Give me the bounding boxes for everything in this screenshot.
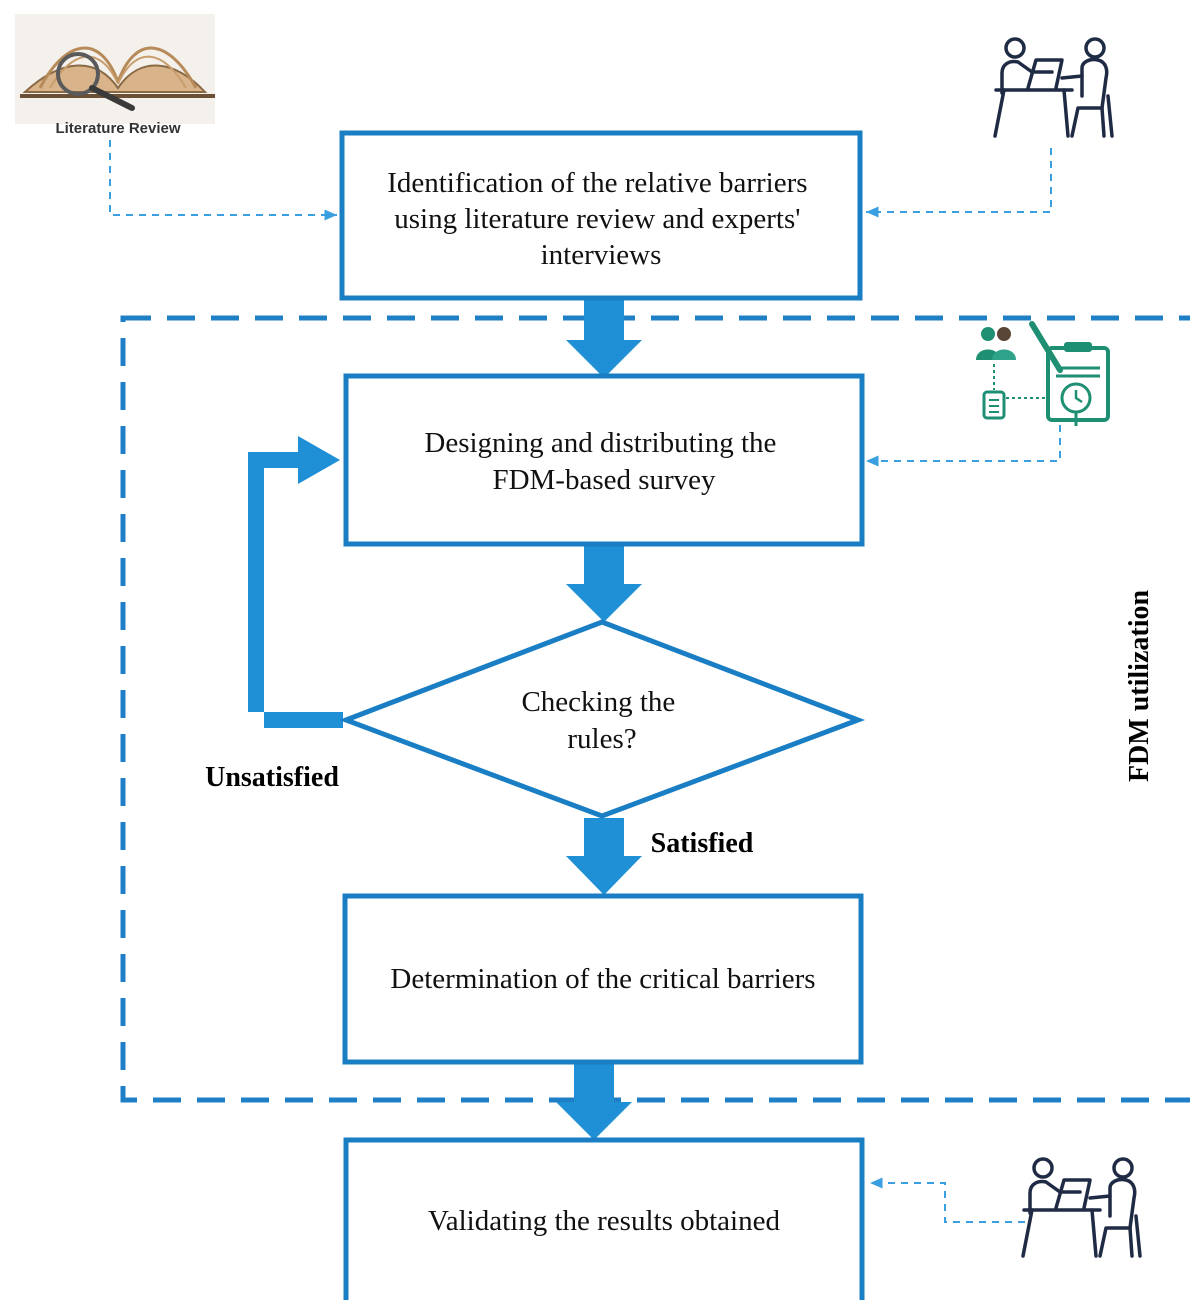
- book-magnifier-icon: [15, 14, 215, 124]
- flow-arrow-4: [556, 1064, 632, 1140]
- step-identify-box: [339, 130, 863, 301]
- survey-connector: [866, 425, 1061, 467]
- decision-text: Checking the rules?: [521, 686, 682, 755]
- literature-caption: Literature Review: [55, 120, 180, 137]
- flow-arrow-3: [566, 818, 642, 895]
- feedback-loop-arrow: [248, 436, 343, 728]
- experts-bottom-connector: [870, 1177, 1025, 1223]
- step-determine-text: Determination of the critical barriers: [390, 963, 815, 995]
- step-design-box: [343, 373, 865, 547]
- step-identify-text: Identification of the relative barriers …: [387, 167, 815, 271]
- survey-clipboard-icon: [976, 321, 1110, 426]
- step-design-text: Designing and distributing the FDM-based…: [424, 427, 783, 496]
- experts-interview-icon: [1021, 1157, 1142, 1258]
- literature-connector: [109, 140, 337, 221]
- step-determine-box: [342, 893, 864, 1065]
- experts-interview-icon: [993, 37, 1114, 138]
- flow-arrow-2: [566, 545, 642, 622]
- step-validate-text: Validating the results obtained: [428, 1205, 780, 1237]
- fdm-region-label: FDM utilization: [1124, 590, 1155, 783]
- experts-top-connector: [866, 148, 1052, 218]
- decision-diamond: [338, 619, 866, 819]
- satisfied-label: Satisfied: [651, 828, 754, 859]
- fdm-region: [120, 315, 1190, 1103]
- flow-arrow-1: [566, 300, 642, 378]
- unsatisfied-label: Unsatisfied: [205, 762, 339, 793]
- step-validate-box: [343, 1137, 865, 1300]
